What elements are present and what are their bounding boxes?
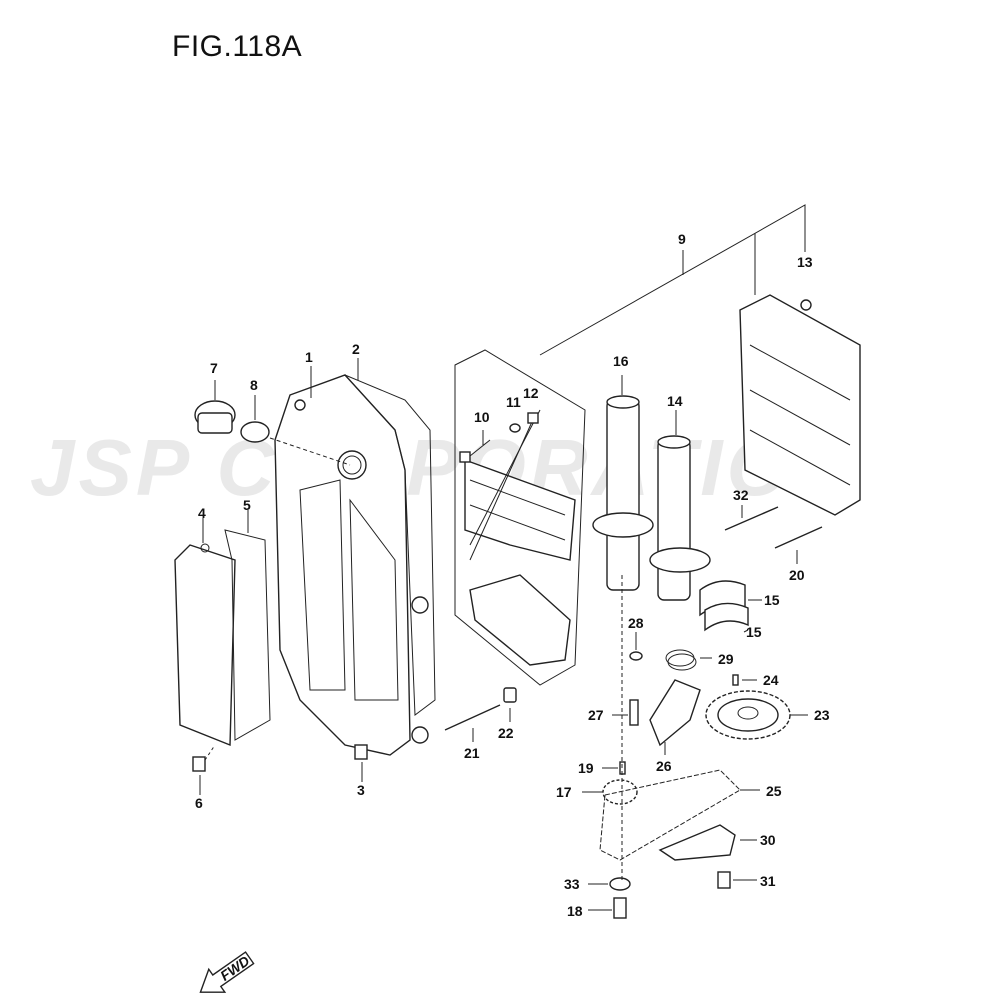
part-20-bolt xyxy=(774,526,823,564)
part-27-bolt xyxy=(612,699,639,726)
part-17-gear xyxy=(582,779,638,805)
callout-6: 6 xyxy=(195,795,203,811)
valve-assembly-box xyxy=(454,349,586,686)
part-13-head-block xyxy=(739,294,861,516)
callout-7: 7 xyxy=(210,360,218,376)
callout-33: 33 xyxy=(564,876,580,892)
callout-17: 17 xyxy=(556,784,572,800)
callout-30: 30 xyxy=(760,832,776,848)
callout-23: 23 xyxy=(814,707,830,723)
callout-labels: 1 2 3 4 5 6 7 8 9 10 11 12 13 14 15 15 1… xyxy=(195,231,830,919)
part-23-sprocket xyxy=(705,690,808,740)
part-16-camshaft xyxy=(592,375,654,591)
callout-15b: 15 xyxy=(746,624,762,640)
part-25-chain xyxy=(599,769,760,861)
part-28-washer xyxy=(629,632,643,661)
part-18-bolt xyxy=(588,897,627,919)
callout-15a: 15 xyxy=(764,592,780,608)
part-8-o-ring xyxy=(240,395,270,443)
figure-title: FIG.118A xyxy=(172,30,303,63)
callout-3: 3 xyxy=(357,782,365,798)
callout-28: 28 xyxy=(628,615,644,631)
watermark-text: JSP CORPORATION xyxy=(30,423,855,512)
part-3-bolt xyxy=(354,744,368,782)
callout-13: 13 xyxy=(797,254,813,270)
part-31-bolt xyxy=(717,871,757,889)
part-21-bolt xyxy=(444,704,501,742)
part-22-dowel xyxy=(503,687,517,722)
callout-9: 9 xyxy=(678,231,686,247)
callout-5: 5 xyxy=(243,497,251,513)
callout-11: 11 xyxy=(506,394,521,410)
part-32-bolt xyxy=(724,505,779,531)
part-14-camshaft xyxy=(649,410,711,601)
part-2-gasket xyxy=(344,358,436,716)
part-9-bracket xyxy=(539,204,806,356)
callout-29: 29 xyxy=(718,651,734,667)
callout-18: 18 xyxy=(567,903,583,919)
fwd-direction-arrow: FWD xyxy=(199,951,255,993)
part-29-spring xyxy=(665,649,712,671)
callout-8: 8 xyxy=(250,377,258,393)
callout-25: 25 xyxy=(766,783,782,799)
callout-20: 20 xyxy=(789,567,805,583)
callout-16: 16 xyxy=(613,353,629,369)
callout-10: 10 xyxy=(474,409,490,425)
callout-27: 27 xyxy=(588,707,604,723)
callout-22: 22 xyxy=(498,725,514,741)
callout-32: 32 xyxy=(733,487,749,503)
part-26-tensioner-arm xyxy=(649,679,701,755)
callout-4: 4 xyxy=(198,505,206,521)
callout-1: 1 xyxy=(305,349,313,365)
part-5-gasket xyxy=(224,510,271,741)
callout-14: 14 xyxy=(667,393,683,409)
callout-19: 19 xyxy=(578,760,594,776)
callout-2: 2 xyxy=(352,341,360,357)
callout-24: 24 xyxy=(763,672,779,688)
part-4-cover-plate xyxy=(174,518,236,747)
callout-31: 31 xyxy=(760,873,776,889)
callout-21: 21 xyxy=(464,745,480,761)
callout-26: 26 xyxy=(656,758,672,774)
part-15-bearing xyxy=(699,580,762,633)
part-6-bolt xyxy=(192,744,216,795)
part-30-chain-guide xyxy=(658,824,757,861)
callout-12: 12 xyxy=(523,385,539,401)
part-24-pin xyxy=(732,674,757,686)
part-33-washer xyxy=(588,877,631,891)
part-1-housing-cover xyxy=(274,374,429,756)
part-7-oil-cap xyxy=(194,380,236,434)
